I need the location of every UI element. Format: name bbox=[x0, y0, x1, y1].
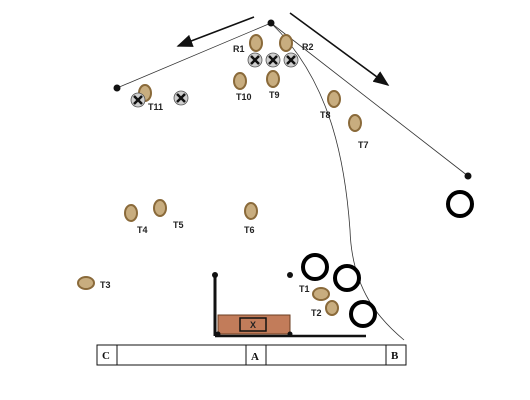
top-dot bbox=[267, 19, 275, 27]
tire-3 bbox=[349, 300, 377, 328]
bar-a-box bbox=[245, 344, 267, 366]
label-r1: R1 bbox=[233, 44, 245, 54]
box-x-inner bbox=[239, 317, 267, 332]
label-t4: T4 bbox=[137, 225, 148, 235]
hay-t1 bbox=[312, 287, 330, 301]
right-dot bbox=[464, 172, 472, 180]
hay-t4 bbox=[124, 204, 138, 222]
hay-t7 bbox=[348, 114, 362, 132]
hay-t5 bbox=[153, 199, 167, 217]
bar-c-label: C bbox=[102, 350, 110, 362]
arrow-right bbox=[289, 12, 390, 86]
box-x-label: X bbox=[250, 320, 256, 330]
tire-2 bbox=[333, 264, 361, 292]
arrow-left bbox=[176, 16, 255, 47]
tire-right bbox=[446, 190, 474, 218]
x-marker-1 bbox=[247, 52, 263, 68]
hay-t10 bbox=[233, 72, 247, 90]
label-t2: T2 bbox=[311, 308, 322, 318]
label-t1: T1 bbox=[299, 284, 310, 294]
label-r2: R2 bbox=[302, 42, 314, 52]
bar-b-label: B bbox=[391, 350, 399, 362]
box-corner-dot-right bbox=[287, 331, 293, 337]
hay-t2 bbox=[325, 300, 339, 316]
label-t9: T9 bbox=[269, 90, 280, 100]
x-marker-4 bbox=[130, 92, 146, 108]
hay-t6 bbox=[244, 202, 258, 220]
x-marker-5 bbox=[173, 90, 189, 106]
x-markers bbox=[130, 52, 299, 108]
bar-b-box bbox=[385, 344, 407, 366]
curved-path bbox=[270, 22, 405, 341]
hay-r2 bbox=[279, 34, 293, 52]
guide-line-left bbox=[116, 22, 272, 89]
hay-r1 bbox=[249, 34, 263, 52]
tire-1 bbox=[301, 253, 329, 281]
hay-t8 bbox=[327, 90, 341, 108]
tires bbox=[301, 190, 474, 328]
label-t11: T11 bbox=[148, 102, 163, 112]
x-marker-3 bbox=[283, 52, 299, 68]
x-marker-2 bbox=[265, 52, 281, 68]
left-dot bbox=[113, 84, 121, 92]
small-dot bbox=[287, 272, 293, 278]
bar-a-label: A bbox=[251, 351, 259, 363]
label-t3: T3 bbox=[100, 280, 111, 290]
hay-bales bbox=[77, 34, 362, 316]
label-t6: T6 bbox=[244, 225, 255, 235]
label-t10: T10 bbox=[236, 92, 252, 102]
pole-top-dot bbox=[212, 272, 218, 278]
label-t7: T7 bbox=[358, 140, 369, 150]
bar-c-box bbox=[96, 344, 118, 366]
label-t5: T5 bbox=[173, 220, 184, 230]
guide-line-right bbox=[270, 22, 469, 177]
label-t8: T8 bbox=[320, 110, 331, 120]
hay-t9 bbox=[266, 70, 280, 88]
box-corner-dot-left bbox=[215, 331, 221, 337]
hay-t3 bbox=[77, 276, 95, 290]
